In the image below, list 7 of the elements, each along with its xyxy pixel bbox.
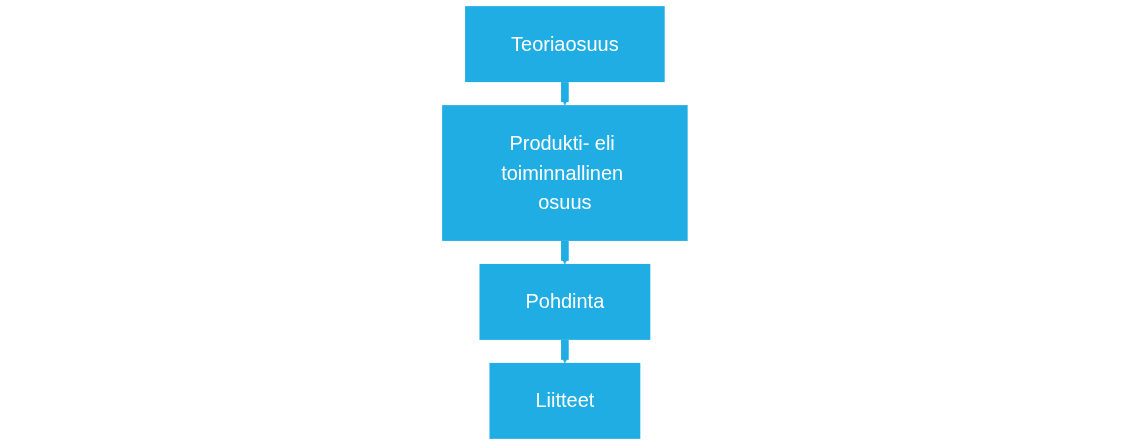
node-box: Teoriaosuus [464,6,665,83]
node-box: Pohdinta [479,263,650,340]
arrow [560,239,569,265]
arrow [560,80,569,106]
node-box: Liitteet [489,362,640,439]
arrow [560,337,569,364]
node-box: Produkti- eli toiminnallinen osuus [441,105,688,241]
